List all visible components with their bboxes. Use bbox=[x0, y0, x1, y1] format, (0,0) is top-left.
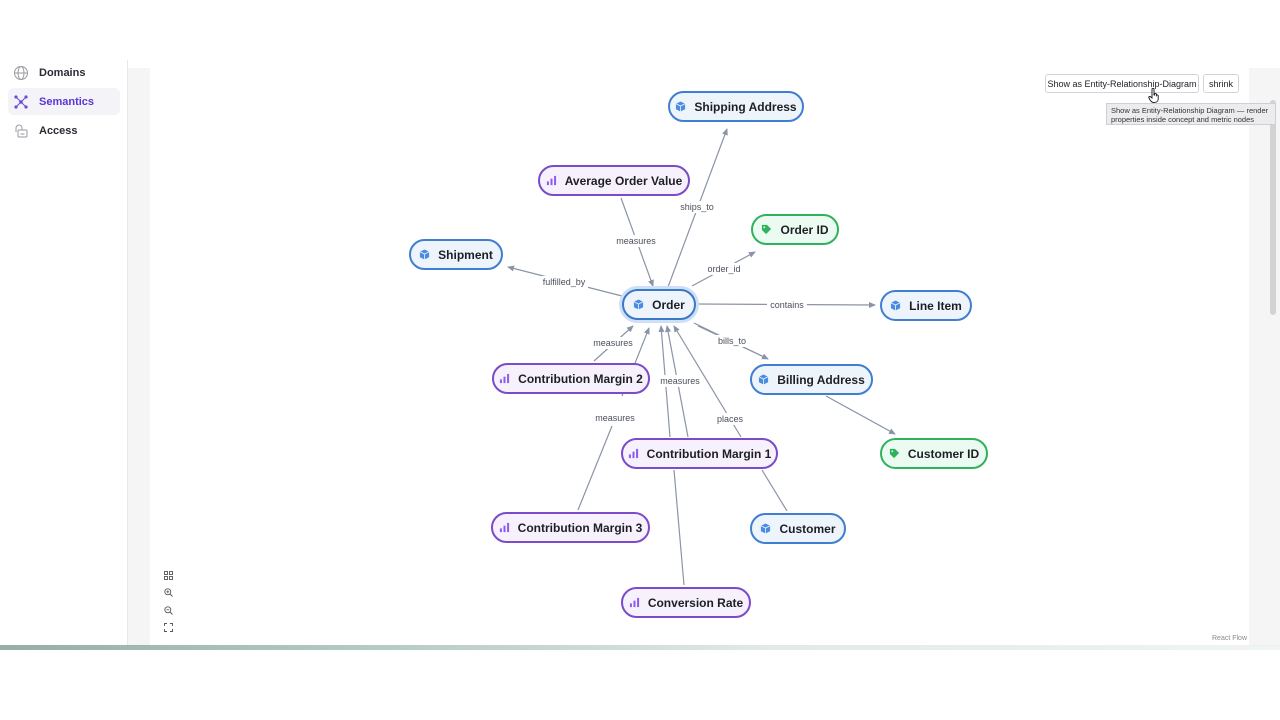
node-line-item[interactable]: Line Item bbox=[880, 290, 972, 321]
sidebar-item-label: Semantics bbox=[39, 95, 95, 108]
cube-icon bbox=[675, 101, 686, 112]
network-icon bbox=[12, 93, 30, 111]
node-contribution-margin-1[interactable]: Contribution Margin 1 bbox=[621, 438, 778, 469]
hand-cursor-icon bbox=[1148, 87, 1160, 108]
bar-chart-icon bbox=[546, 175, 557, 186]
bar-chart-icon bbox=[629, 597, 640, 608]
node-label: Customer bbox=[779, 521, 836, 536]
node-label: Order ID bbox=[780, 222, 829, 237]
node-customer-id[interactable]: Customer ID bbox=[880, 438, 988, 469]
node-label: Customer ID bbox=[907, 446, 980, 461]
cube-icon bbox=[890, 300, 901, 311]
node-label: Line Item bbox=[909, 298, 962, 313]
sidebar-item-label: Domains bbox=[39, 66, 86, 79]
flow-controls bbox=[160, 567, 176, 637]
node-order[interactable]: Order bbox=[622, 289, 696, 320]
zoom-out-button[interactable] bbox=[160, 602, 176, 620]
node-label: Contribution Margin 3 bbox=[517, 520, 643, 535]
node-shipping-address[interactable]: Shipping Address bbox=[668, 91, 804, 122]
node-shipment[interactable]: Shipment bbox=[409, 239, 503, 270]
node-label: Shipment bbox=[438, 247, 493, 262]
cube-icon bbox=[633, 299, 644, 310]
node-label: Billing Address bbox=[777, 372, 865, 387]
sidebar-item-domains[interactable]: Domains bbox=[8, 59, 120, 86]
node-conversion-rate[interactable]: Conversion Rate bbox=[621, 587, 751, 618]
top-strip bbox=[0, 0, 1280, 68]
bar-chart-icon bbox=[499, 373, 510, 384]
cube-icon bbox=[760, 523, 771, 534]
node-label: Contribution Margin 2 bbox=[518, 371, 643, 386]
node-average-order-value[interactable]: Average Order Value bbox=[538, 165, 690, 196]
tooltip: Show as Entity-Relationship Diagram — re… bbox=[1106, 103, 1276, 125]
node-contribution-margin-3[interactable]: Contribution Margin 3 bbox=[491, 512, 650, 543]
sidebar-item-semantics[interactable]: Semantics bbox=[8, 88, 120, 115]
node-label: Conversion Rate bbox=[647, 595, 744, 610]
node-order-id[interactable]: Order ID bbox=[751, 214, 839, 245]
node-customer[interactable]: Customer bbox=[750, 513, 846, 544]
grid-icon bbox=[163, 567, 173, 585]
node-label: Shipping Address bbox=[694, 99, 797, 114]
shrink-button[interactable]: shrink bbox=[1203, 74, 1239, 93]
lock-icon bbox=[12, 122, 30, 140]
globe-icon bbox=[12, 64, 30, 82]
zoom-out-icon bbox=[163, 602, 173, 620]
zoom-in-icon bbox=[163, 584, 173, 602]
window-bottom-edge bbox=[0, 645, 1280, 651]
cube-icon bbox=[758, 374, 769, 385]
react-flow-attribution[interactable]: React Flow bbox=[1212, 635, 1248, 642]
tag-icon bbox=[761, 224, 772, 235]
bottom-strip bbox=[0, 650, 1280, 720]
node-billing-address[interactable]: Billing Address bbox=[750, 364, 873, 395]
show-erd-button[interactable]: Show as Entity-Relationship-Diagram bbox=[1045, 74, 1199, 93]
sidebar-item-label: Access bbox=[39, 124, 78, 137]
tag-icon bbox=[889, 448, 900, 459]
node-contribution-margin-2[interactable]: Contribution Margin 2 bbox=[492, 363, 650, 394]
node-label: Average Order Value bbox=[564, 173, 683, 188]
graph-canvas[interactable] bbox=[150, 68, 1249, 646]
cube-icon bbox=[419, 249, 430, 260]
bar-chart-icon bbox=[499, 522, 510, 533]
node-label: Order bbox=[652, 297, 685, 312]
node-label: Contribution Margin 1 bbox=[646, 446, 772, 461]
scrollbar[interactable] bbox=[1270, 100, 1276, 315]
fullscreen-button[interactable] bbox=[160, 620, 176, 638]
expand-icon bbox=[163, 619, 173, 637]
zoom-in-button[interactable] bbox=[160, 585, 176, 603]
sidebar-item-access[interactable]: Access bbox=[8, 117, 120, 144]
bar-chart-icon bbox=[628, 448, 639, 459]
fit-view-button[interactable] bbox=[160, 567, 176, 585]
sidebar: Domains Semantics Access bbox=[0, 60, 128, 646]
